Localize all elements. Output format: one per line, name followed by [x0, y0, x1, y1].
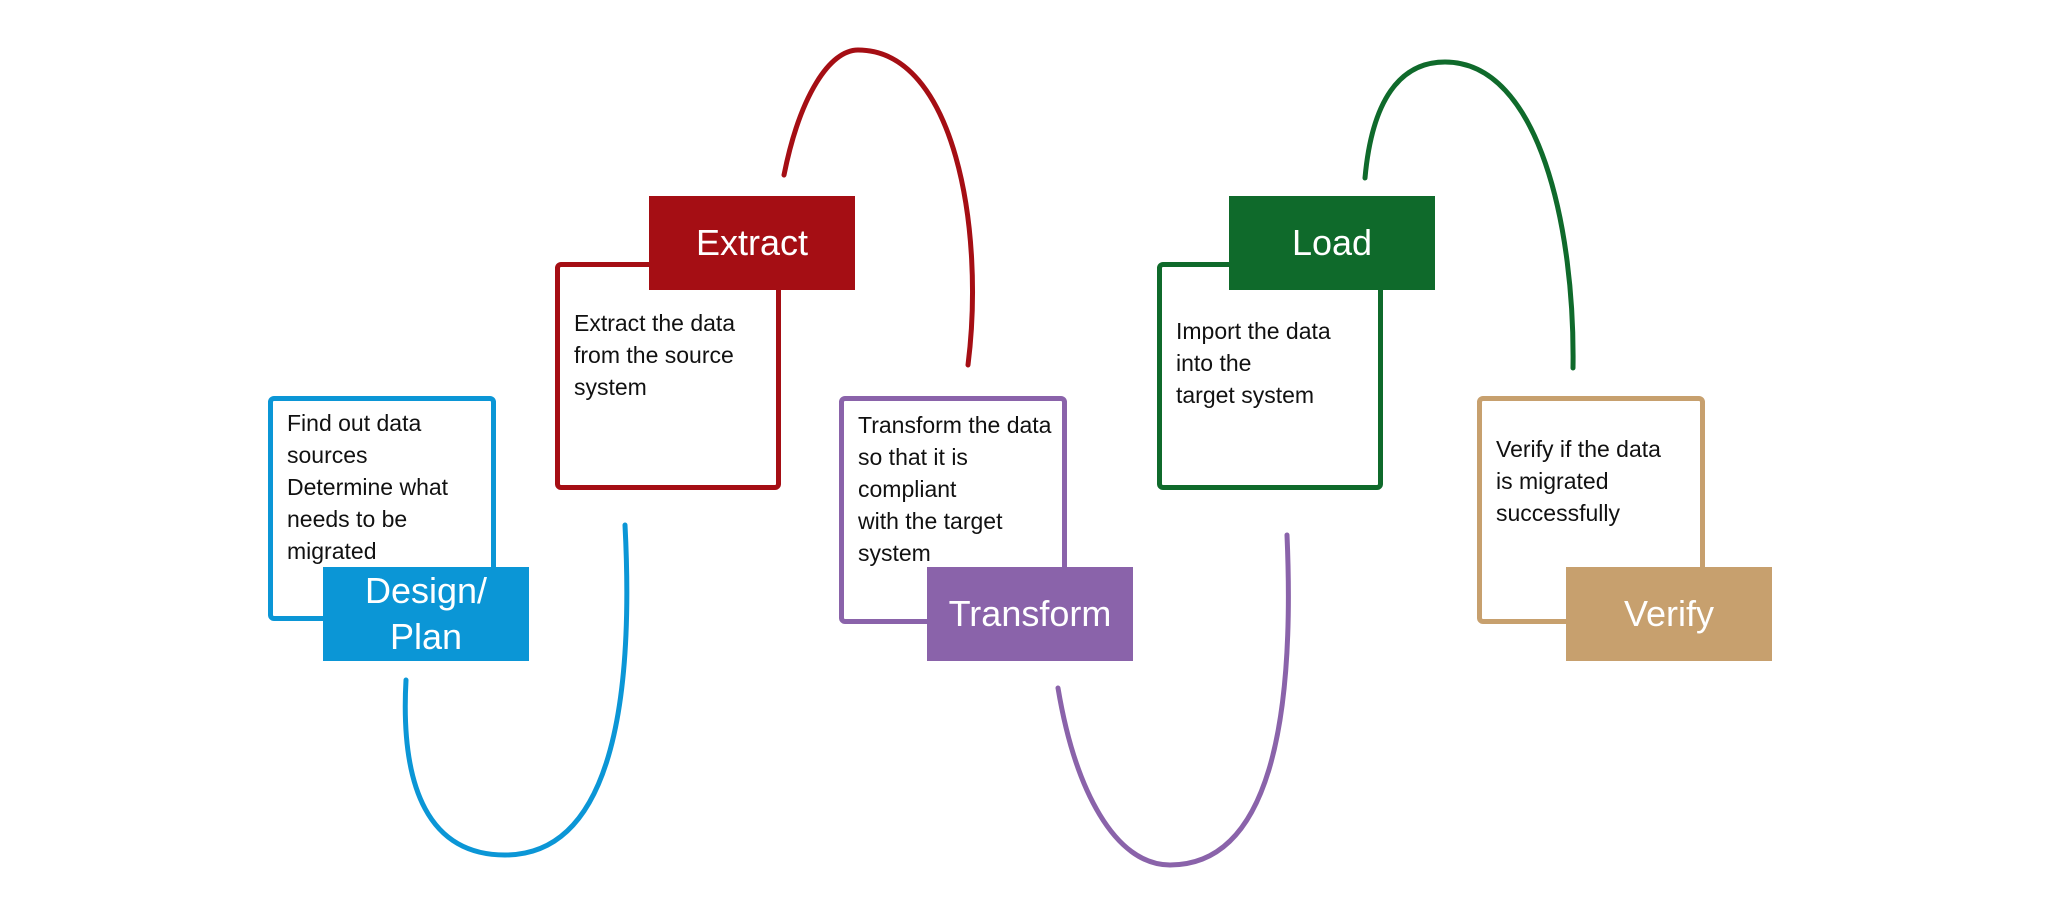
load-description: Import the data into the target system [1176, 318, 1331, 408]
transform-label: Transform [927, 567, 1133, 661]
load-box: Import the data into the target system [1157, 262, 1383, 490]
design-plan-label: Design/ Plan [323, 567, 529, 661]
load-label: Load [1229, 196, 1435, 290]
transform-description: Transform the data so that it is complia… [858, 412, 1052, 566]
verify-label: Verify [1566, 567, 1772, 661]
verify-description: Verify if the data is migrated successfu… [1496, 436, 1661, 526]
extract-label: Extract [649, 196, 855, 290]
design-plan-box: Find out data sources Determine what nee… [268, 396, 496, 621]
design-plan-description: Find out data sources Determine what nee… [287, 410, 449, 564]
extract-description: Extract the data from the source system [574, 310, 736, 400]
extract-box: Extract the data from the source system [555, 262, 781, 490]
